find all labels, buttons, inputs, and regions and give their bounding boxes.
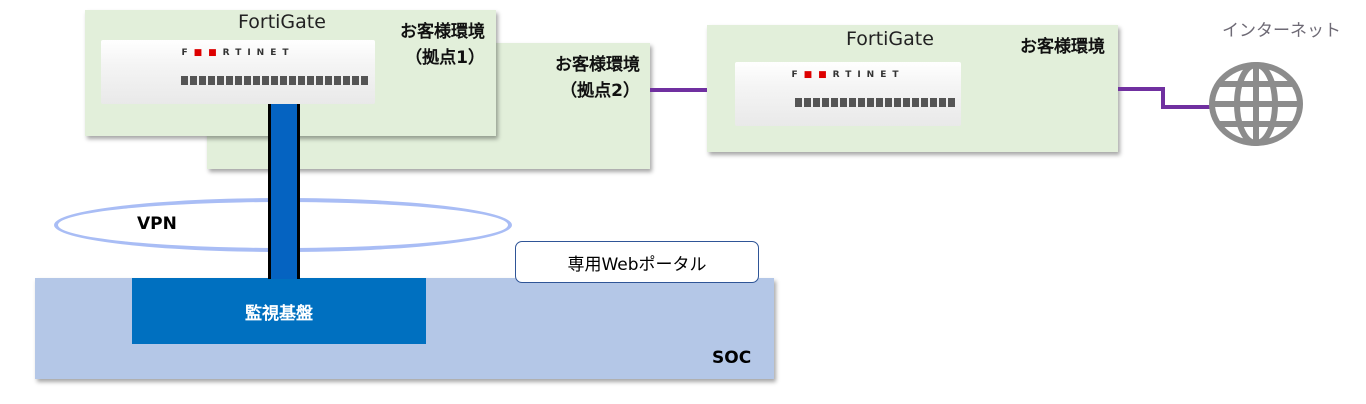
site1-title: FortiGate [238, 11, 326, 33]
ports [181, 74, 368, 96]
site1-label-line2: （拠点1） [405, 48, 485, 68]
site1-label: お客様環境 （拠点1） [330, 19, 485, 71]
site2-label: お客様環境 （拠点2） [480, 52, 640, 104]
internet-label: インターネット [1222, 21, 1341, 41]
site2-label-line1: お客様環境 [555, 55, 640, 75]
site1-label-line1: お客様環境 [400, 22, 485, 42]
link-site3-internet-a [1118, 87, 1165, 91]
site3-label: お客様環境 [1020, 37, 1105, 57]
ports [795, 96, 955, 118]
link-site2-site3 [650, 88, 707, 92]
site2-label-line2: （拠点2） [560, 81, 640, 101]
link-site3-internet-b [1161, 87, 1165, 109]
fortinet-logo: F■■RTINET [791, 70, 905, 80]
globe-icon [1209, 62, 1303, 146]
vpn-link [268, 104, 300, 279]
site1-fortigate-device: F■■RTINET [101, 40, 375, 104]
site3-title: FortiGate [846, 28, 934, 50]
web-portal-button[interactable]: 専用Webポータル [515, 241, 759, 283]
site3-fortigate-device: F■■RTINET [735, 62, 961, 126]
vpn-label: VPN [137, 214, 177, 234]
monitoring-platform: 監視基盤 [132, 278, 426, 344]
link-site3-internet-c [1161, 105, 1211, 109]
soc-label: SOC [712, 348, 752, 368]
fortinet-logo: F■■RTINET [181, 48, 295, 58]
